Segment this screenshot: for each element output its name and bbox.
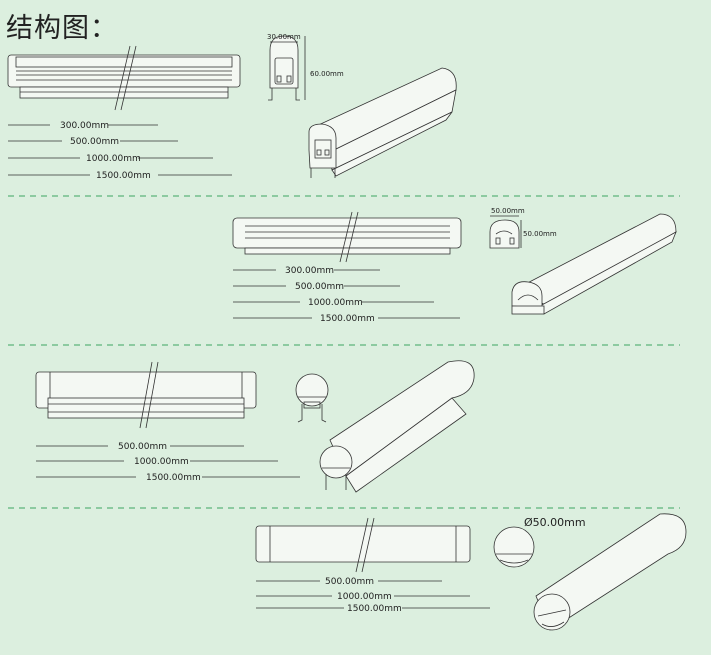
section-3: 500.00mm 1000.00mm 1500.00mm [35,360,475,493]
length-label: 500.00mm [118,442,167,452]
diameter-dimension: Ø50.00mm [524,516,586,529]
height-dimension: 60.00mm [310,70,344,78]
length-label: 1500.00mm [347,604,402,614]
length-label: 1500.00mm [96,171,151,181]
profile-side-view [35,361,257,429]
profile-cross-section [268,35,300,101]
length-label: 500.00mm [295,282,344,292]
length-label: 1000.00mm [337,592,392,602]
height-dimension: 50.00mm [523,230,557,238]
profile-side-view [255,517,471,573]
length-label: 1500.00mm [146,473,201,483]
length-label: 500.00mm [70,137,119,147]
length-label: 1000.00mm [308,298,363,308]
section-1: 300.00mm 500.00mm 1000.00mm 1500.00mm 30… [7,33,457,181]
page-title: 结构图： [6,13,118,44]
width-dimension: 30.00mm [267,33,301,41]
length-label: 1000.00mm [134,457,189,467]
profile-cross-section [295,373,329,423]
length-label: 1500.00mm [320,314,375,324]
profile-side-view [7,45,241,111]
length-label: 500.00mm [325,577,374,587]
profile-cross-section [493,526,535,568]
length-label: 300.00mm [60,121,109,131]
length-label: 300.00mm [285,266,334,276]
section-2: 300.00mm 500.00mm 1000.00mm 1500.00mm 50… [232,207,677,324]
profile-3d-view [511,213,677,315]
profile-3d-view [319,360,475,493]
section-4: 500.00mm 1000.00mm 1500.00mm Ø50.00mm [255,513,687,631]
profile-side-view [232,211,462,263]
length-label: 1000.00mm [86,154,141,164]
profile-3d-view [533,513,687,631]
profile-3d-view [308,67,457,178]
width-dimension: 50.00mm [491,207,525,215]
profile-cross-section [489,219,520,249]
